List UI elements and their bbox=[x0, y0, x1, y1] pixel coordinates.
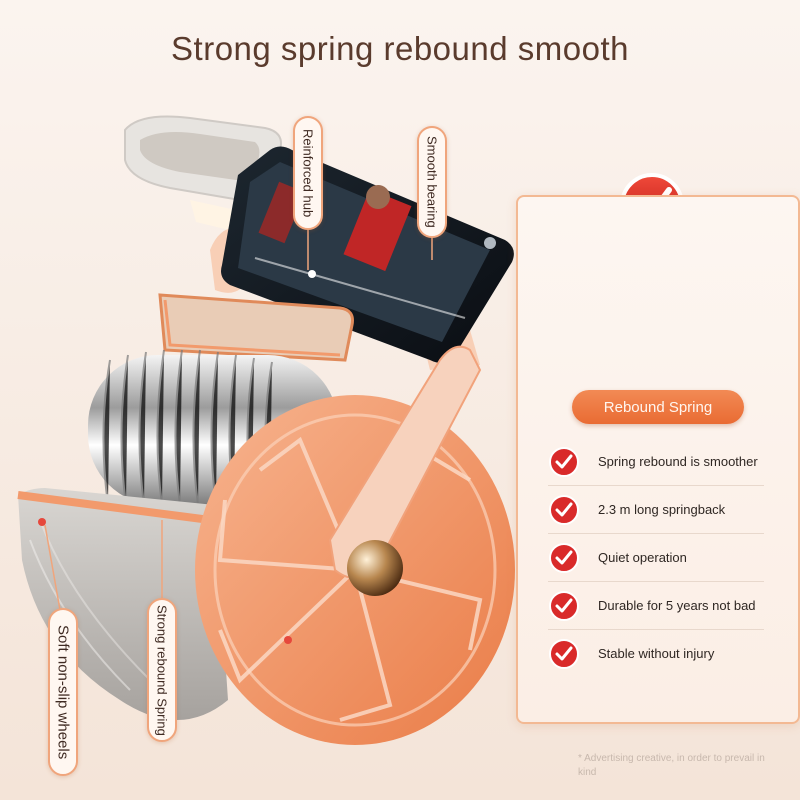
callout-soft-wheels: Soft non-slip wheels bbox=[48, 608, 78, 776]
list-item: 2.3 m long springback bbox=[548, 486, 764, 534]
check-icon bbox=[549, 542, 579, 573]
check-icon bbox=[549, 638, 579, 669]
headline: Strong spring rebound smooth bbox=[171, 30, 629, 67]
check-icon bbox=[549, 494, 579, 525]
feature-list: Spring rebound is smoother 2.3 m long sp… bbox=[548, 438, 764, 677]
disclaimer: * Advertising creative, in order to prev… bbox=[578, 753, 765, 778]
hub-knob bbox=[347, 540, 403, 596]
feature-label: Quiet operation bbox=[598, 550, 687, 565]
callout-reinforced-hub: Reinforced hub bbox=[293, 116, 323, 230]
list-item: Spring rebound is smoother bbox=[548, 438, 764, 486]
roller-body bbox=[158, 293, 354, 362]
list-item: Durable for 5 years not bad bbox=[548, 582, 764, 630]
callout-rebound-spring: Strong rebound Spring bbox=[147, 598, 177, 742]
list-item: Quiet operation bbox=[548, 534, 764, 582]
handle-arm bbox=[328, 345, 482, 579]
feature-label: 2.3 m long springback bbox=[598, 502, 726, 517]
callout-smooth-bearing: Smooth bearing bbox=[417, 126, 447, 238]
rebound-spring-badge: Rebound Spring bbox=[572, 390, 744, 424]
feature-label: Durable for 5 years not bad bbox=[598, 598, 756, 613]
check-icon bbox=[549, 590, 579, 621]
video-progress-dot bbox=[308, 270, 316, 278]
feature-label: Spring rebound is smoother bbox=[598, 454, 758, 469]
feature-label: Stable without injury bbox=[598, 646, 715, 661]
list-item: Stable without injury bbox=[548, 630, 764, 677]
check-icon bbox=[549, 446, 579, 477]
